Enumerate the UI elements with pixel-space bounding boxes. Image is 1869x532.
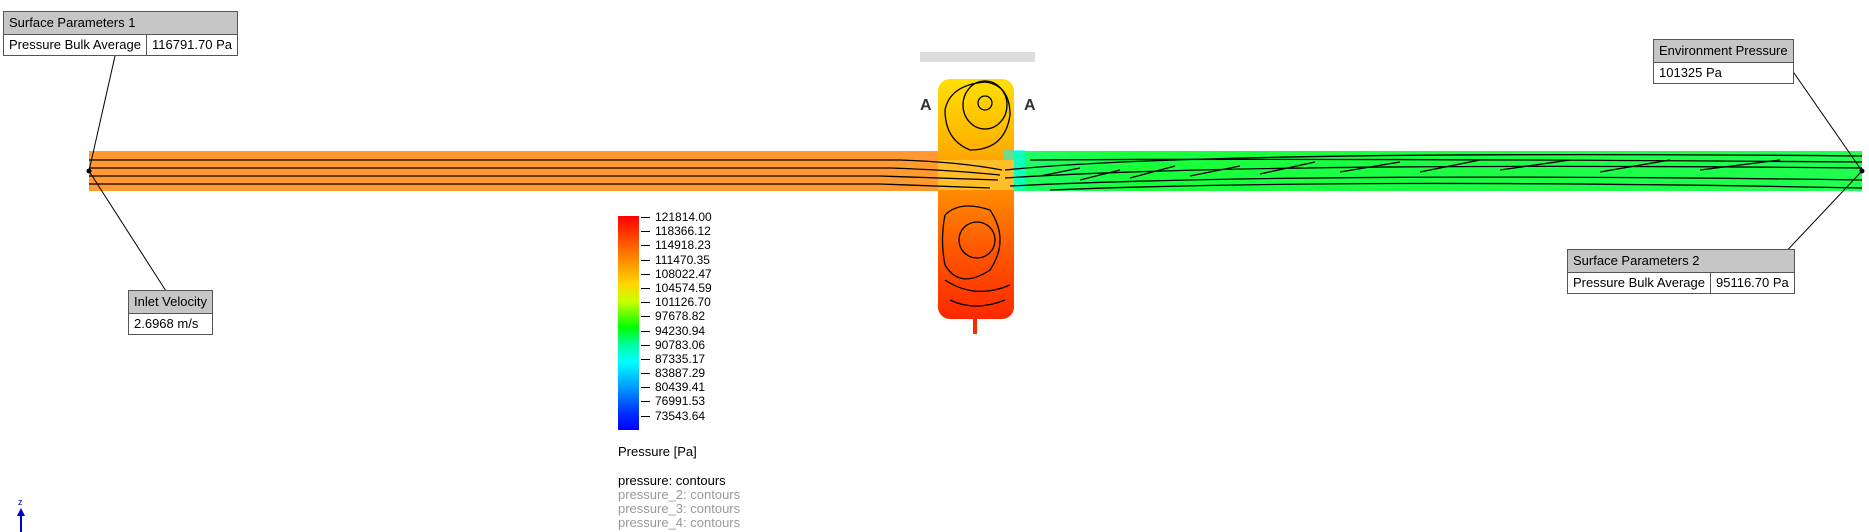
- plot-list[interactable]: pressure: contours pressure_2: contours …: [618, 474, 740, 530]
- vessel-inlet-band: [938, 160, 1014, 190]
- legend-tick: 118366.12: [641, 224, 712, 238]
- section-label-left: A: [920, 97, 932, 114]
- callout-label: Pressure Bulk Average: [9, 37, 141, 52]
- callout-title: Environment Pressure: [1654, 40, 1793, 63]
- leader-lines: [88, 55, 1863, 292]
- callout-value: 101325 Pa: [1659, 65, 1722, 80]
- legend-tick: 76991.53: [641, 394, 712, 408]
- callout-title: Surface Parameters 1: [4, 12, 237, 35]
- legend-tick: 73543.64: [641, 409, 712, 423]
- legend-tick: 101126.70: [641, 295, 712, 309]
- legend-tick: 83887.29: [641, 366, 712, 380]
- legend-tick: 97678.82: [641, 309, 712, 323]
- callout-label: Pressure Bulk Average: [1573, 275, 1705, 290]
- outlet-marker: [1859, 168, 1865, 174]
- section-arrow-marks: [920, 52, 1035, 62]
- environment-pressure-callout[interactable]: Environment Pressure 101325 Pa: [1653, 39, 1794, 84]
- separator-vessel: [938, 79, 1014, 319]
- legend-tick: 80439.41: [641, 380, 712, 394]
- legend-tick: 90783.06: [641, 338, 712, 352]
- streamlines: [89, 80, 1863, 307]
- legend-tick: 111470.35: [641, 253, 712, 267]
- callout-title: Surface Parameters 2: [1568, 250, 1794, 273]
- legend-ticks: 121814.00 118366.12 114918.23 111470.35 …: [641, 210, 712, 423]
- z-axis-label: z: [18, 497, 23, 507]
- legend-tick: 94230.94: [641, 324, 712, 338]
- surface-parameters-2-callout[interactable]: Surface Parameters 2 Pressure Bulk Avera…: [1567, 249, 1795, 294]
- inlet-marker: [86, 168, 92, 174]
- legend-tick: 87335.17: [641, 352, 712, 366]
- legend-tick: 121814.00: [641, 210, 712, 224]
- color-scale-bar: [618, 216, 639, 430]
- surface-parameters-1-callout[interactable]: Surface Parameters 1 Pressure Bulk Avera…: [3, 11, 238, 56]
- legend-quantity-label: Pressure [Pa]: [618, 444, 697, 459]
- z-axis-arrow-icon: [17, 508, 25, 516]
- legend-tick: 104574.59: [641, 281, 712, 295]
- plot-item[interactable]: pressure_4: contours: [618, 515, 741, 530]
- legend-tick: 114918.23: [641, 238, 712, 252]
- legend-tick: 108022.47: [641, 267, 712, 281]
- section-label-right: A: [1024, 97, 1036, 114]
- axis-triad: z: [17, 497, 25, 532]
- plot-item[interactable]: pressure_3: contours: [618, 501, 741, 516]
- callout-title: Inlet Velocity: [129, 291, 212, 314]
- outlet-pipe: [1002, 151, 1862, 191]
- plot-item-active[interactable]: pressure: contours: [618, 473, 726, 488]
- plot-item[interactable]: pressure_2: contours: [618, 487, 741, 502]
- inlet-velocity-callout[interactable]: Inlet Velocity 2.6968 m/s: [128, 290, 213, 335]
- inlet-pipe: [89, 151, 939, 191]
- callout-value: 116791.70 Pa: [146, 35, 237, 55]
- callout-value: 95116.70 Pa: [1710, 273, 1794, 293]
- callout-value: 2.6968 m/s: [134, 316, 199, 331]
